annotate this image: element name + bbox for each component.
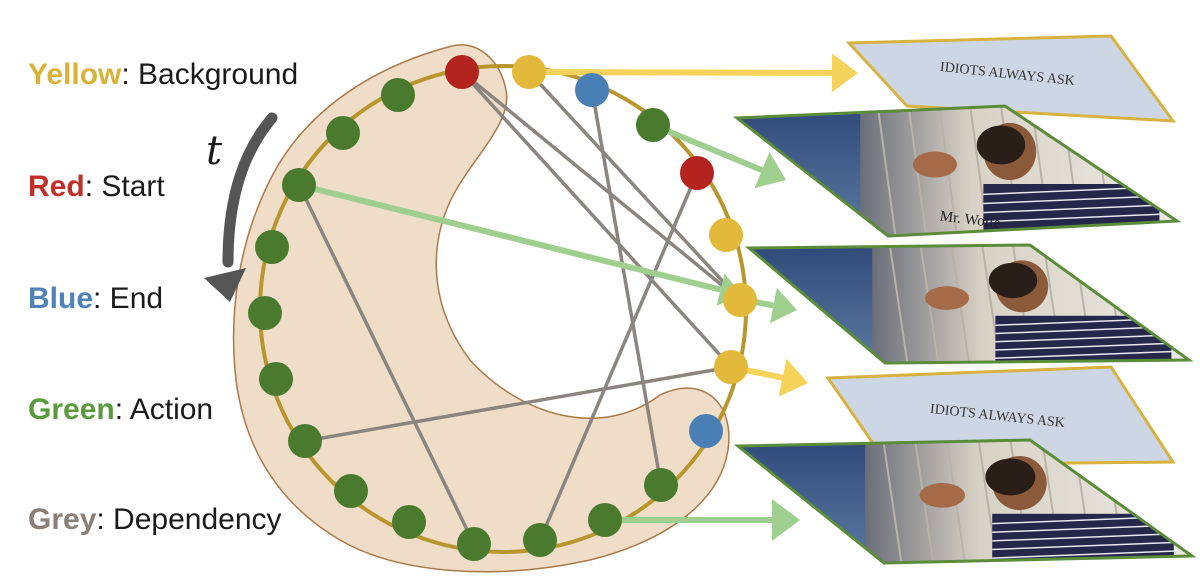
shirt-stripe [992, 541, 1183, 551]
background-node [723, 283, 757, 317]
action-node [334, 474, 368, 508]
legend-yellow-key: Yellow [28, 58, 122, 91]
legend-green-text: : Action [114, 393, 214, 426]
action-node [457, 527, 491, 561]
time-arrow [204, 112, 278, 302]
shirt-stripe [995, 350, 1181, 360]
dependency-edge [297, 184, 476, 545]
frame-arrow-head [778, 358, 808, 397]
video-frame-border [732, 104, 1182, 238]
background-node [512, 55, 546, 89]
video-frame [744, 243, 1194, 365]
start-node [445, 55, 479, 89]
video-frame-border [744, 243, 1194, 365]
action-node [326, 116, 360, 150]
frame-arrow-shaft [529, 69, 833, 76]
person-hand [913, 151, 957, 178]
action-node [255, 230, 289, 264]
legend-grey-key: Grey [28, 503, 97, 536]
shirt-stripe [983, 231, 1169, 236]
legend-blue-key: Blue [28, 282, 94, 315]
action-node [248, 296, 282, 330]
action-node [392, 505, 426, 539]
legend-yellow: Yellow: Background [28, 58, 298, 92]
frame-arrow-head [770, 287, 797, 324]
action-node [259, 362, 293, 396]
person-hair [976, 125, 1026, 165]
legend-red-text: : Start [84, 170, 165, 203]
dependency-edge [460, 70, 742, 302]
action-node [636, 108, 670, 142]
fence-plank [882, 440, 903, 563]
dependency-edge [527, 70, 742, 302]
legend-red-key: Red [28, 170, 85, 203]
frame-arrow-head [754, 152, 786, 189]
action-node [588, 503, 622, 537]
action-node [288, 424, 322, 458]
graph-nodes [248, 55, 757, 561]
start-node [680, 156, 714, 190]
legend-red: Red: Start [28, 170, 165, 204]
legend-blue: Blue: End [28, 282, 163, 316]
frame-arrow-head [831, 53, 858, 93]
person-hand [925, 286, 969, 310]
background-node [709, 218, 743, 252]
video-frame-border [733, 438, 1197, 565]
text-card-frame: IDIOTS ALWAYS ASK [825, 365, 1176, 467]
legend-yellow-text: : Background [121, 58, 299, 91]
shirt-stripe [992, 549, 1183, 559]
legend-grey-text: : Dependency [96, 503, 282, 536]
dependency-edges [297, 70, 742, 545]
legend-green: Green: Action [28, 393, 213, 427]
frame-overlay-text: Mr. Wolfe [939, 208, 1002, 231]
frame-arrow-shaft [651, 122, 764, 173]
dependency-edge [538, 172, 699, 541]
dependency-edge [304, 365, 732, 443]
frame-arrow-head [772, 499, 800, 541]
legend-blue-text: : End [93, 282, 164, 315]
shirt-stripe [983, 213, 1169, 223]
action-node [644, 468, 678, 502]
person-hair [988, 262, 1038, 299]
dependency-edge [460, 70, 733, 369]
background-node [714, 350, 748, 384]
frame-arrow-shaft [298, 182, 722, 293]
action-node [282, 168, 316, 202]
legend-grey: Grey: Dependency [28, 503, 282, 537]
frame-arrows [298, 53, 858, 541]
fence-plank [876, 106, 897, 236]
time-label: t [206, 128, 223, 174]
end-node [689, 414, 723, 448]
legend-green-key: Green [28, 393, 115, 426]
shirt-stripe [992, 532, 1183, 542]
text-card-surface [845, 34, 1177, 123]
shirt-stripe [983, 204, 1169, 214]
dependency-edge [590, 89, 663, 486]
action-node [381, 78, 415, 112]
shirt-stripe [995, 333, 1181, 343]
video-frame: Mr. Wolfe [732, 104, 1182, 238]
text-card-frame: IDIOTS ALWAYS ASK [845, 34, 1177, 123]
text-card-surface [825, 365, 1176, 467]
person-hair [985, 458, 1036, 496]
action-node [523, 523, 557, 557]
end-node [575, 73, 609, 107]
shirt-stripe [983, 194, 1169, 205]
shirt-stripe [995, 342, 1181, 351]
person-hand [919, 483, 965, 508]
fence-plank [888, 245, 909, 363]
